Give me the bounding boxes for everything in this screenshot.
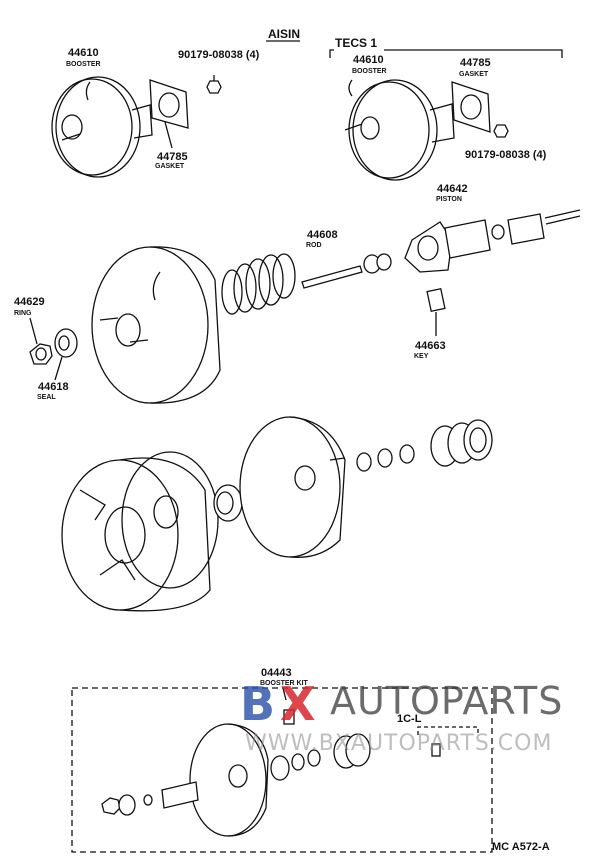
ring-drawing [29, 343, 53, 365]
svg-text:B: B [240, 677, 275, 731]
diaphragm-drawing [121, 451, 219, 589]
leader-ring [29, 317, 38, 345]
label-key-no: 44663 [415, 340, 446, 352]
label-piston-no: 44642 [437, 183, 468, 195]
label-seal-name: SEAL [37, 394, 56, 401]
header-tecs: TECS 1 [335, 36, 377, 50]
label-booster-aisin-name: BOOSTER [66, 61, 101, 68]
leader-booster-kit [282, 687, 287, 701]
label-ring-name: RING [14, 310, 32, 317]
booster-aisin-drawing [51, 76, 153, 178]
nut-aisin-drawing [206, 75, 222, 94]
gasket-tecs-drawing [451, 81, 491, 133]
label-nut-tecs-no: 90179-08038 (4) [465, 149, 547, 161]
label-booster-kit-no: 04443 [261, 667, 292, 679]
spring-drawing [221, 253, 296, 315]
rear-shell-drawing [61, 457, 211, 612]
booster-kit-drawing [101, 709, 441, 837]
label-booster-kit-name: BOOSTER KIT [260, 680, 309, 687]
svg-text:X: X [280, 677, 315, 731]
nut-tecs-drawing [493, 124, 509, 138]
grommet-drawing [213, 484, 243, 522]
booster-kit-box [71, 687, 493, 853]
label-booster-aisin-no: 44610 [68, 47, 99, 59]
label-ring-no: 44629 [14, 296, 45, 308]
label-gasket-aisin-no: 44785 [157, 151, 188, 163]
piston-drawing [404, 209, 581, 273]
watermark-url: WWW.BXAUTOPARTS.COM [245, 731, 552, 756]
leader-gasket-aisin [164, 121, 173, 149]
header-tecs-bracket [329, 49, 563, 58]
watermark-logo-text: AUTOPARTS [330, 679, 563, 723]
label-key-name: KEY [414, 353, 429, 360]
label-booster-tecs-name: BOOSTER [352, 68, 387, 75]
label-rod-name: ROD [306, 242, 322, 249]
front-shell-drawing [239, 416, 346, 559]
washers-drawing [356, 444, 415, 472]
rod-drawing [301, 253, 392, 289]
seal-drawing [54, 328, 78, 358]
leader-seal [54, 356, 63, 381]
label-kit-variant: 1C-L [397, 713, 422, 725]
kit-variant-bracket [417, 726, 479, 735]
booster-main-shell-drawing [91, 246, 221, 404]
key-drawing [426, 287, 446, 313]
header-aisin: AISIN [268, 27, 300, 41]
label-booster-tecs-no: 44610 [353, 54, 384, 66]
booster-tecs-drawing [344, 79, 455, 181]
piston-seal-drawing [430, 419, 493, 467]
gasket-aisin-drawing [149, 79, 189, 129]
label-rod-no: 44608 [307, 229, 338, 241]
label-gasket-tecs-name: GASKET [459, 71, 489, 78]
label-seal-no: 44618 [38, 381, 69, 393]
label-nut-aisin-no: 90179-08038 (4) [178, 49, 260, 61]
label-piston-name: PISTON [436, 196, 462, 203]
label-gasket-aisin-name: GASKET [155, 163, 185, 170]
reference-code: MC A572-A [492, 841, 550, 853]
label-gasket-tecs-no: 44785 [460, 57, 491, 69]
bx-autoparts-logo: B X AUTOPARTS [240, 677, 563, 731]
